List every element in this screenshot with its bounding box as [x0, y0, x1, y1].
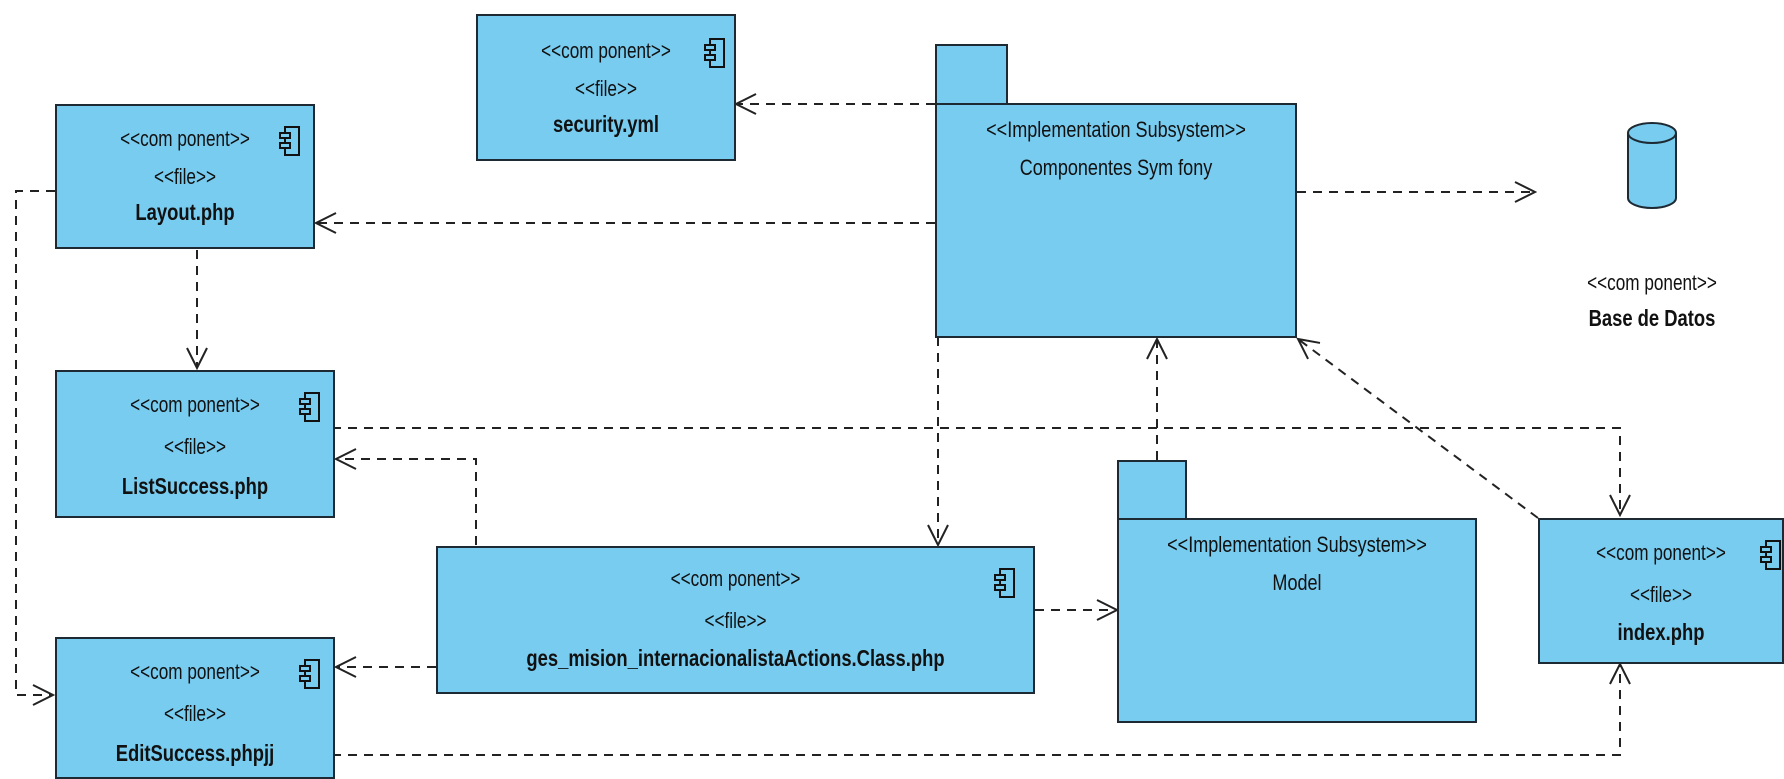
dep-actions-list — [336, 459, 477, 545]
component-security[interactable]: <<com ponent>> <<file>> security.yml — [476, 14, 736, 161]
subsystem-name: Componentes Sym fony — [1019, 155, 1213, 180]
component-icon — [299, 392, 320, 422]
file-stereotype: <<file>> — [163, 434, 227, 459]
component-list-success[interactable]: <<com ponent>> <<file>> ListSuccess.php — [55, 370, 335, 518]
component-stereotype: <<com ponent>> — [130, 659, 260, 684]
file-stereotype: <<file>> — [704, 608, 767, 633]
component-stereotype: <<com ponent>> — [541, 38, 671, 63]
file-stereotype: <<file>> — [163, 701, 227, 726]
component-icon — [299, 659, 320, 689]
file-stereotype: <<file>> — [574, 76, 638, 101]
component-edit-success[interactable]: <<com ponent>> <<file>> EditSuccess.phpj… — [55, 637, 335, 779]
database-name: Base de Datos — [1588, 305, 1716, 331]
dep-edit-index — [332, 664, 1620, 756]
subsystem-model-tab — [1117, 460, 1187, 520]
component-stereotype: <<com ponent>> — [670, 566, 801, 591]
component-actions[interactable]: <<com ponent>> <<file>> ges_mision_inter… — [436, 546, 1035, 694]
dep-list-index — [332, 427, 1620, 515]
component-icon — [704, 38, 725, 68]
dep-layout-edit — [15, 190, 55, 695]
component-stereotype: <<com ponent>> — [130, 392, 260, 417]
file-stereotype: <<file>> — [1629, 582, 1693, 607]
dep-index-symfony — [1298, 339, 1539, 519]
database-stereotype: <<com ponent>> — [1587, 270, 1717, 295]
component-icon — [279, 126, 300, 156]
component-layout[interactable]: <<com ponent>> <<file>> Layout.php — [55, 104, 315, 249]
file-stereotype: <<file>> — [153, 164, 217, 189]
component-icon — [1760, 540, 1781, 570]
subsystem-symfony[interactable]: <<Implementation Subsystem>> Componentes… — [935, 103, 1297, 338]
subsystem-stereotype: <<Implementation Subsystem>> — [986, 117, 1246, 142]
component-index[interactable]: <<com ponent>> <<file>> index.php — [1538, 518, 1784, 664]
database-icon — [1627, 122, 1677, 209]
component-icon — [994, 568, 1015, 598]
component-name: index.php — [1617, 619, 1705, 645]
component-name: ListSuccess.php — [121, 473, 269, 499]
subsystem-stereotype: <<Implementation Subsystem>> — [1167, 532, 1427, 557]
component-name: ges_mision_internacionalistaActions.Clas… — [526, 645, 945, 671]
component-name: security.yml — [552, 111, 660, 137]
component-name: EditSuccess.phpjj — [115, 740, 275, 766]
component-name: Layout.php — [135, 199, 235, 225]
database-label[interactable]: <<com ponent>> Base de Datos — [1560, 270, 1744, 332]
subsystem-model[interactable]: <<Implementation Subsystem>> Model — [1117, 518, 1477, 723]
component-stereotype: <<com ponent>> — [1596, 540, 1726, 565]
subsystem-name: Model — [1272, 570, 1322, 595]
subsystem-symfony-tab — [935, 44, 1008, 105]
component-stereotype: <<com ponent>> — [120, 126, 250, 151]
